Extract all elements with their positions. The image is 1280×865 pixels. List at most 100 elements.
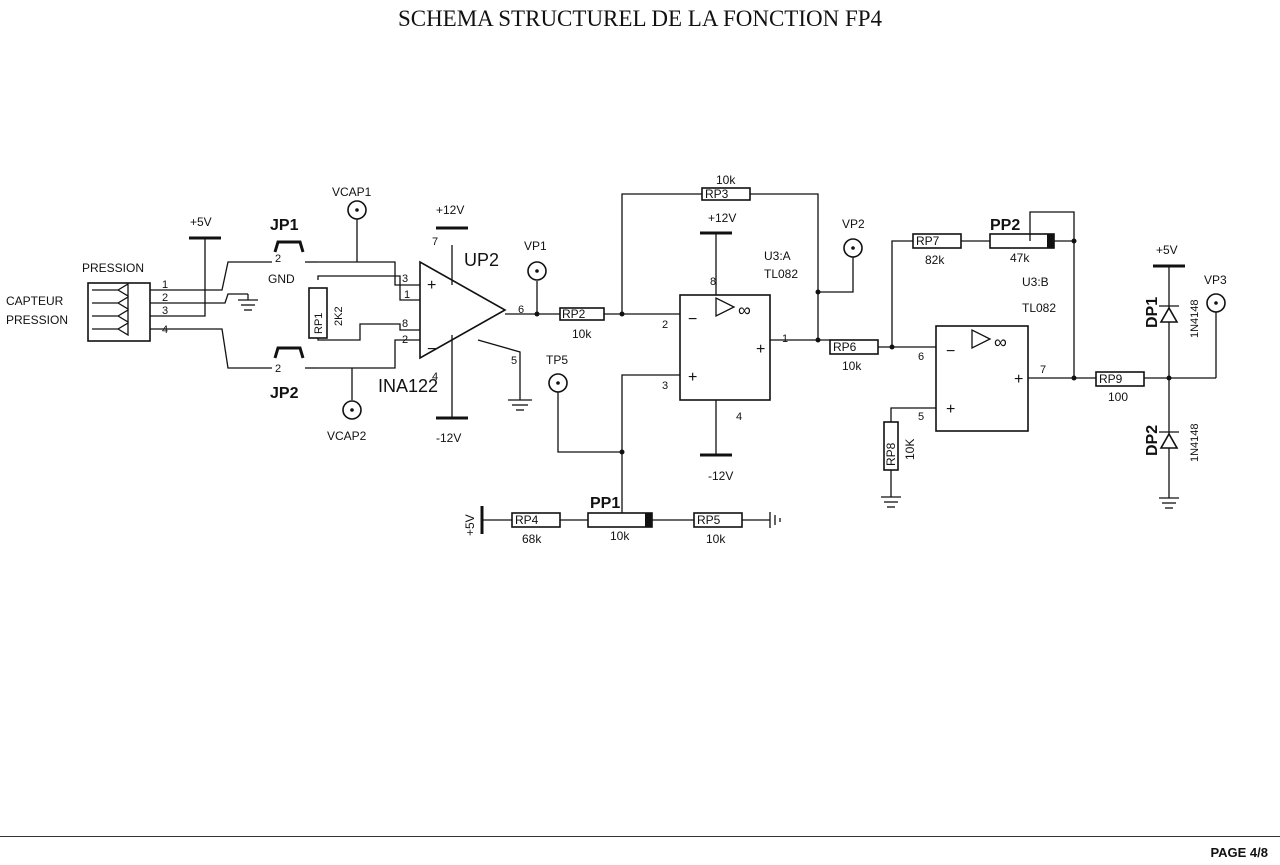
svg-text:+: + xyxy=(1014,371,1023,388)
svg-text:10K: 10K xyxy=(903,439,917,460)
connector-pin-2: 2 xyxy=(162,292,168,304)
jp2-label: JP2 xyxy=(270,385,299,402)
junction-dots xyxy=(534,238,1172,455)
svg-text:1N4148: 1N4148 xyxy=(1189,299,1201,338)
svg-text:5: 5 xyxy=(511,355,517,367)
svg-text:7: 7 xyxy=(432,236,438,248)
connector-wires: +5V GND xyxy=(150,215,295,369)
svg-text:7: 7 xyxy=(1040,364,1046,376)
svg-text:6: 6 xyxy=(518,304,524,316)
testpoint-vp3: VP3 xyxy=(1204,273,1227,313)
connector-label: PRESSION xyxy=(82,261,144,275)
ina-ref-label: UP2 xyxy=(464,250,499,270)
svg-text:RP5: RP5 xyxy=(697,513,721,527)
svg-text:+: + xyxy=(946,401,955,418)
svg-text:10k: 10k xyxy=(842,359,862,373)
svg-text:RP2: RP2 xyxy=(562,307,586,321)
resistor-rp6: RP6 10k xyxy=(829,339,879,373)
ina-wires xyxy=(317,219,560,418)
diode-dp2: DP2 1N4148 xyxy=(1144,423,1201,462)
testpoint-vp1: VP1 xyxy=(524,239,547,281)
svg-text:∞: ∞ xyxy=(738,300,751,320)
svg-text:1: 1 xyxy=(782,333,788,345)
resistor-rp1: RP1 2K2 xyxy=(308,287,345,339)
ina122-amplifier: + − UP2 INA122 3 1 8 2 7 4 6 5 xyxy=(378,236,524,396)
svg-text:DP1: DP1 xyxy=(1144,297,1161,328)
svg-text:82k: 82k xyxy=(925,253,945,267)
svg-text:6: 6 xyxy=(918,351,924,363)
svg-text:68k: 68k xyxy=(522,532,542,546)
svg-text:10k: 10k xyxy=(716,173,736,187)
svg-text:2: 2 xyxy=(275,253,281,265)
svg-text:PP2: PP2 xyxy=(990,217,1020,234)
svg-text:+: + xyxy=(688,369,697,386)
svg-text:RP1: RP1 xyxy=(313,313,325,334)
resistor-rp2: RP2 10k xyxy=(559,307,605,341)
svg-text:RP3: RP3 xyxy=(705,187,729,201)
u3a-part-label: TL082 xyxy=(764,267,798,281)
jumper-jp1: 2 JP1 xyxy=(270,217,318,265)
sensor-label-line2: PRESSION xyxy=(6,313,68,327)
u3b-part-label: TL082 xyxy=(1022,301,1056,315)
svg-text:RP6: RP6 xyxy=(833,340,857,354)
testpoint-tp5: TP5 xyxy=(546,353,568,393)
potentiometer-pp1: PP1 10k xyxy=(587,495,653,543)
svg-text:3: 3 xyxy=(662,380,668,392)
jp1-label: JP1 xyxy=(270,217,299,234)
svg-text:DP2: DP2 xyxy=(1144,425,1161,456)
svg-text:+: + xyxy=(756,341,765,358)
svg-text:2: 2 xyxy=(275,363,281,375)
resistor-rp9: RP9 100 xyxy=(1095,371,1145,404)
u3b-ref-label: U3:B xyxy=(1022,275,1049,289)
svg-text:VCAP2: VCAP2 xyxy=(327,429,367,443)
resistor-rp8: RP8 10K xyxy=(883,421,917,471)
p5v-label-divider: +5V xyxy=(463,514,477,536)
connector-pin-4: 4 xyxy=(162,324,168,336)
clamp-diodes: +5V xyxy=(1153,243,1185,509)
testpoint-vcap2: VCAP2 xyxy=(327,400,367,443)
svg-text:RP9: RP9 xyxy=(1099,372,1123,386)
svg-text:10k: 10k xyxy=(706,532,726,546)
svg-text:∞: ∞ xyxy=(994,332,1007,352)
p5v-label-connector: +5V xyxy=(190,215,212,229)
resistor-rp5: RP5 10k xyxy=(693,512,743,546)
resistor-rp3: RP3 10k xyxy=(701,173,751,201)
page-title: SCHEMA STRUCTUREL DE LA FONCTION FP4 xyxy=(397,6,883,31)
page-number: PAGE 4/8 xyxy=(1210,845,1268,860)
svg-text:RP7: RP7 xyxy=(916,234,940,248)
testpoint-vcap1: VCAP1 xyxy=(332,185,372,220)
svg-text:VP3: VP3 xyxy=(1204,273,1227,287)
testpoint-vp2: VP2 xyxy=(842,217,865,258)
diode-dp1: DP1 1N4148 xyxy=(1144,297,1201,338)
m12v-label-ina: -12V xyxy=(436,431,461,445)
svg-text:3: 3 xyxy=(402,273,408,285)
svg-text:PP1: PP1 xyxy=(590,495,620,512)
svg-text:−: − xyxy=(946,343,955,360)
u3a-opamp: ∞ − + + 2 3 8 4 1 U3:A TL082 xyxy=(662,249,798,423)
p12v-label-u3a: +12V xyxy=(708,211,736,225)
u3b-opamp: ∞ − + + 6 5 7 U3:B TL082 xyxy=(918,275,1056,432)
svg-text:8: 8 xyxy=(710,276,716,288)
svg-text:−: − xyxy=(427,341,436,358)
ina-rails: +12V -12V xyxy=(436,203,532,445)
svg-text:2K2: 2K2 xyxy=(333,306,345,326)
resistor-rp4: RP4 68k xyxy=(511,512,561,546)
svg-text:−: − xyxy=(688,311,697,328)
jumper-jp2: 2 JP2 xyxy=(270,346,318,402)
svg-text:VP1: VP1 xyxy=(524,239,547,253)
connector-pin-3: 3 xyxy=(162,305,168,317)
footer-divider xyxy=(0,836,1280,837)
p5v-label-diodes: +5V xyxy=(1156,243,1178,257)
u3b-wires xyxy=(878,211,1217,508)
u3a-ref-label: U3:A xyxy=(764,249,791,263)
svg-text:8: 8 xyxy=(402,318,408,330)
svg-text:1N4148: 1N4148 xyxy=(1189,423,1201,462)
pressure-connector: PRESSION CAPTEUR PRESSION 1 2 3 4 xyxy=(6,261,168,342)
svg-text:RP8: RP8 xyxy=(884,442,898,466)
svg-text:10k: 10k xyxy=(610,529,630,543)
schematic-diagram: PRESSION CAPTEUR PRESSION 1 2 3 4 +5V GN… xyxy=(6,173,1227,546)
gnd-label: GND xyxy=(268,272,295,286)
svg-text:TP5: TP5 xyxy=(546,353,568,367)
ina-part-label: INA122 xyxy=(378,376,438,396)
svg-text:RP4: RP4 xyxy=(515,513,539,527)
